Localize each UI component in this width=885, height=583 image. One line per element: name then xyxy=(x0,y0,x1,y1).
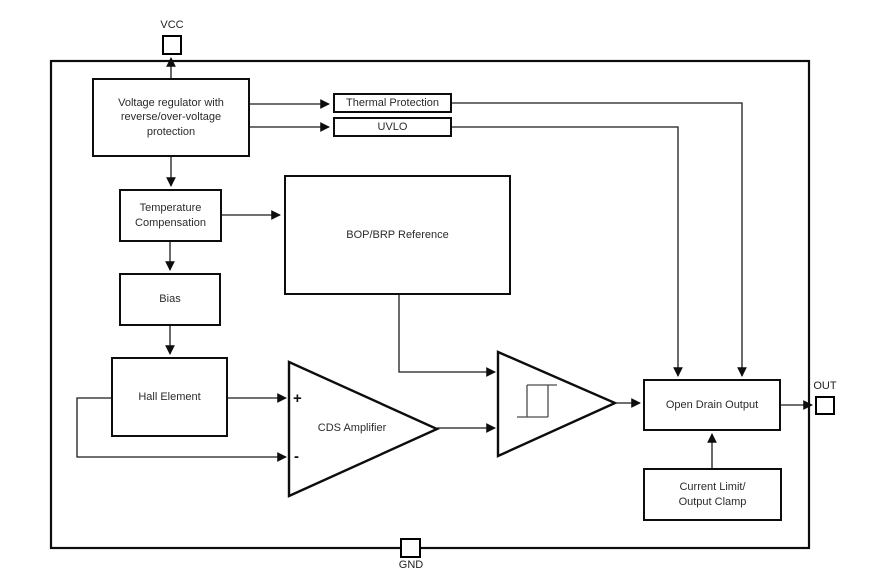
wire-thermal-to-opendrain xyxy=(452,102,747,377)
block-bop-brp-reference: BOP/BRP Reference xyxy=(284,175,511,295)
block-current-limit-output-clamp: Current Limit/ Output Clamp xyxy=(643,468,782,521)
block-open-drain-output: Open Drain Output xyxy=(643,379,781,431)
cds-plus-sign: + xyxy=(293,390,302,407)
hysteresis-icon xyxy=(517,384,557,418)
block-temperature-compensation: Temperature Compensation xyxy=(119,189,222,242)
out-pad xyxy=(815,396,835,415)
gnd-pad-label: GND xyxy=(398,559,424,571)
wire-uvlo-to-opendrain xyxy=(452,126,683,377)
block-thermal-protection: Thermal Protection xyxy=(333,93,452,113)
wire-bopbrp-to-schmitt xyxy=(398,295,496,377)
block-hall-element: Hall Element xyxy=(111,357,228,437)
schmitt-trigger-triangle xyxy=(496,350,618,458)
vcc-pad-label: VCC xyxy=(160,19,184,31)
cds-minus-sign: - xyxy=(294,448,299,465)
block-bias: Bias xyxy=(119,273,221,326)
block-voltage-regulator: Voltage regulator with reverse/over-volt… xyxy=(92,78,250,157)
out-pad-label: OUT xyxy=(813,380,837,392)
vcc-pad xyxy=(162,35,182,55)
block-uvlo: UVLO xyxy=(333,117,452,137)
gnd-pad xyxy=(400,538,421,558)
cds-amplifier-triangle xyxy=(287,360,440,498)
wire-hall-to-cds-minus xyxy=(76,397,287,462)
chip-outline xyxy=(49,59,811,550)
cds-amplifier-label: CDS Amplifier xyxy=(317,422,387,434)
